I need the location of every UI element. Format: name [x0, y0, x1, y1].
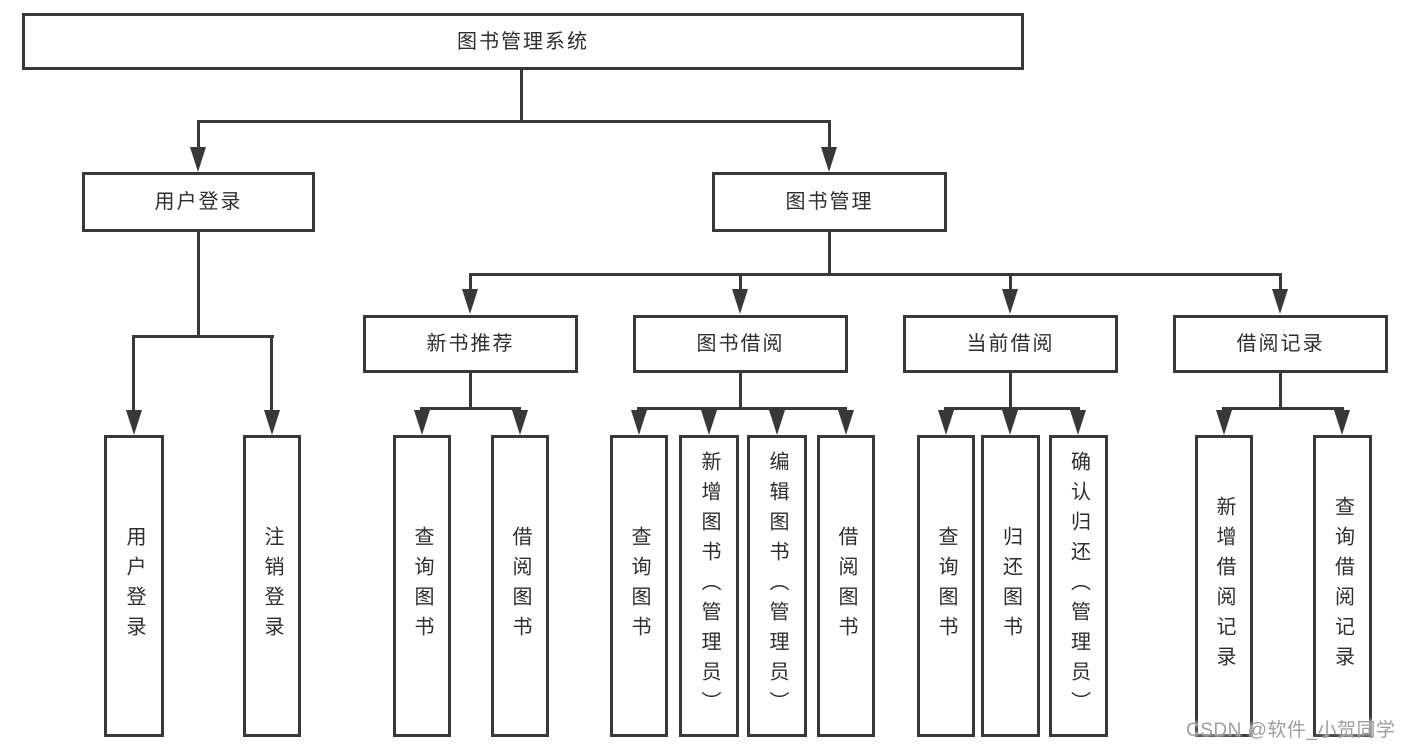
arrow-down-icon [126, 410, 142, 435]
connector-line [1009, 273, 1012, 291]
node-new-book-recommend: 新书推荐 [363, 315, 578, 373]
leaf-borrow-books-1: 借阅图书 [491, 435, 549, 737]
arrow-down-icon [414, 410, 430, 435]
arrow-down-icon [264, 410, 280, 435]
connector-line [944, 407, 1080, 410]
leaf-label: 编辑图书（管理员） [766, 451, 788, 721]
connector-line [828, 120, 831, 150]
connector-line [1222, 407, 1344, 410]
node-book-borrowing: 图书借阅 [633, 315, 848, 373]
leaf-borrow-books-2: 借阅图书 [817, 435, 875, 737]
node-book-management: 图书管理 [712, 172, 947, 232]
leaf-user-login: 用户登录 [104, 435, 164, 737]
connector-line [1009, 373, 1012, 407]
leaf-query-books-1: 查询图书 [393, 435, 451, 737]
connector-line [1279, 373, 1282, 407]
leaf-label: 归还图书 [999, 526, 1022, 646]
leaf-add-books-admin: 新增图书（管理员） [679, 435, 739, 737]
csdn-watermark: CSDN @软件_小贺同学 [1186, 720, 1396, 741]
arrow-down-icon [701, 410, 717, 435]
connector-line [739, 273, 742, 291]
leaf-label: 用户登录 [123, 526, 145, 646]
connector-line [197, 232, 200, 335]
leaf-query-books-2: 查询图书 [610, 435, 668, 737]
node-user-login: 用户登录 [82, 172, 315, 232]
node-borrowing-records: 借阅记录 [1173, 315, 1388, 373]
leaf-label: 借阅图书 [509, 526, 531, 646]
node-label: 当前借阅 [966, 333, 1055, 355]
node-label: 图书管理系统 [457, 30, 589, 53]
node-library-management-system: 图书管理系统 [22, 13, 1024, 70]
arrow-down-icon [1002, 289, 1018, 314]
arrow-down-icon [838, 410, 854, 435]
connector-line [1279, 273, 1282, 291]
node-label: 用户登录 [154, 191, 243, 213]
node-label: 图书管理 [785, 191, 874, 213]
arrow-down-icon [190, 147, 206, 172]
connector-line [197, 120, 831, 123]
leaf-label: 新增图书（管理员） [698, 451, 720, 721]
connector-line [828, 232, 831, 273]
leaf-label: 注销登录 [261, 526, 283, 646]
leaf-query-borrow-record: 查询借阅记录 [1313, 435, 1372, 737]
arrow-down-icon [821, 147, 837, 172]
node-label: 新书推荐 [426, 333, 515, 355]
arrow-down-icon [1334, 410, 1350, 435]
arrow-down-icon [1216, 410, 1232, 435]
arrow-down-icon [769, 410, 785, 435]
arrow-down-icon [1272, 289, 1288, 314]
connector-line [469, 273, 472, 291]
arrow-down-icon [462, 289, 478, 314]
connector-line [132, 335, 135, 412]
connector-line [469, 373, 472, 407]
node-label: 图书借阅 [696, 333, 785, 355]
leaf-add-borrow-record: 新增借阅记录 [1195, 435, 1253, 737]
leaf-edit-books-admin: 编辑图书（管理员） [747, 435, 807, 737]
connector-line [270, 335, 273, 412]
leaf-logout: 注销登录 [243, 435, 301, 737]
arrow-down-icon [512, 410, 528, 435]
connector-line [637, 407, 847, 410]
leaf-return-books: 归还图书 [981, 435, 1040, 737]
leaf-label: 借阅图书 [835, 526, 857, 646]
arrow-down-icon [732, 289, 748, 314]
connector-line [197, 120, 200, 150]
arrow-down-icon [1002, 410, 1018, 435]
node-current-borrowing: 当前借阅 [903, 315, 1118, 373]
node-label: 借阅记录 [1236, 333, 1325, 355]
connector-line [520, 70, 523, 120]
leaf-confirm-return-admin: 确认归还（管理员） [1049, 435, 1108, 737]
connector-line [420, 407, 521, 410]
leaf-label: 查询图书 [411, 526, 433, 646]
leaf-label: 查询图书 [935, 526, 957, 646]
connector-line [469, 273, 1282, 276]
leaf-label: 新增借阅记录 [1213, 496, 1235, 676]
connector-line [739, 373, 742, 407]
leaf-label: 确认归还（管理员） [1067, 451, 1090, 721]
leaf-label: 查询借阅记录 [1331, 496, 1354, 676]
arrow-down-icon [938, 410, 954, 435]
leaf-label: 查询图书 [628, 526, 650, 646]
arrow-down-icon [631, 410, 647, 435]
arrow-down-icon [1070, 410, 1086, 435]
leaf-query-books-3: 查询图书 [917, 435, 975, 737]
connector-line [132, 335, 274, 338]
